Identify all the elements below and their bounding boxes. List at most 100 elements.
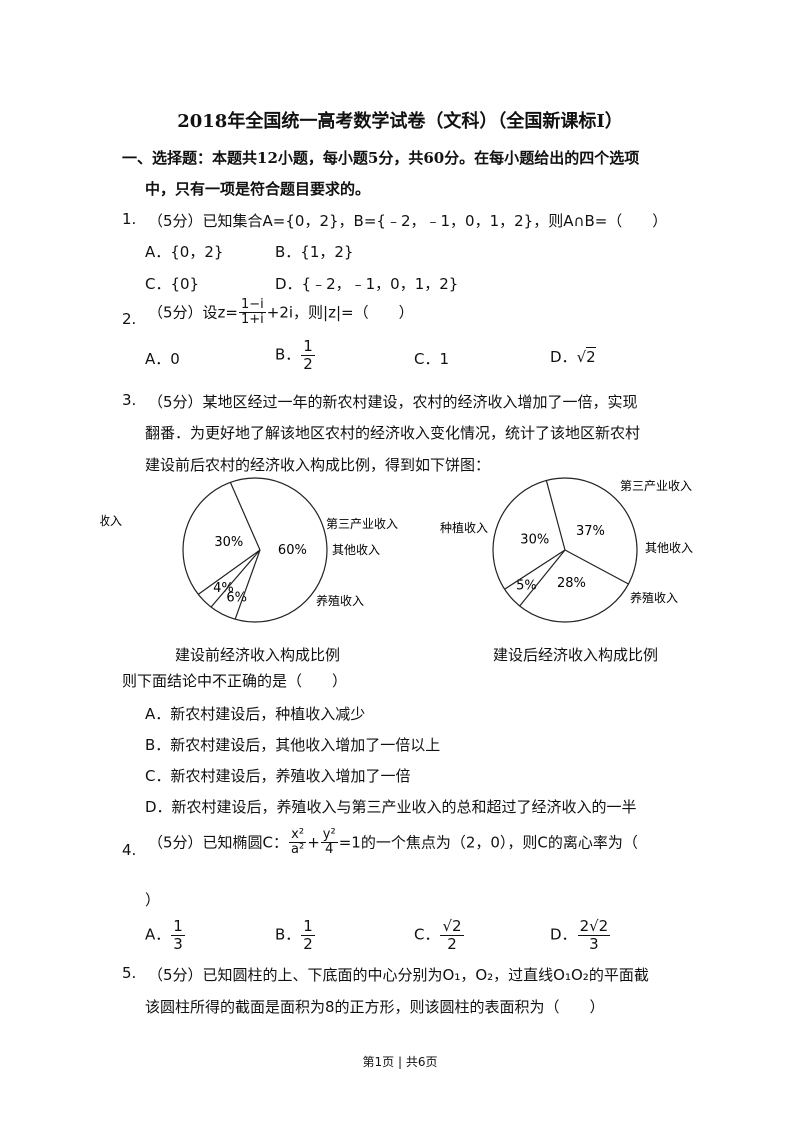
q1-option-c: C．{0} (145, 275, 200, 293)
q1-option-b: B．{1，2} (275, 243, 354, 261)
q2-frac-num: 1−i (239, 297, 266, 314)
slice-boundary (564, 549, 629, 585)
q1-option-a: A．{0，2} (145, 243, 224, 261)
q3-option-c: C．新农村建设后，养殖收入增加了一倍 (145, 767, 411, 785)
category-label: 第三产业收入 (326, 517, 398, 531)
category-label: 第三产业收入 (620, 479, 692, 493)
question-3-line-2: 翻番．为更好地了解该地区农村的经济收入变化情况，统计了该地区新农村 (145, 424, 641, 442)
slice-value-label: 5% (516, 579, 537, 594)
section-heading: 一、选择题：本题共12小题，每小题5分，共60分。在每小题给出的四个选项 (122, 149, 640, 167)
q4-d-label: D． (550, 925, 577, 944)
q3-option-a: A．新农村建设后，种植收入减少 (145, 705, 366, 723)
pie-chart-before-title: 建设前经济收入构成比例 (175, 646, 341, 664)
question-5-line-2: 该圆柱所得的截面是面积为8的正方形，则该圆柱的表面积为（ ） (145, 998, 605, 1016)
sqrt-icon: √ (576, 348, 587, 366)
slice-value-label: 4% (213, 581, 234, 596)
q2-b-label: B． (275, 345, 301, 364)
q4-four: 4 (325, 842, 334, 858)
question-3-number: 3. (122, 391, 137, 409)
slice-value-label: 37% (576, 524, 605, 539)
category-label: 种植收入 (100, 513, 122, 528)
category-label: 养殖收入 (316, 593, 364, 608)
slice-boundary (504, 549, 566, 590)
q2-d-radicand: 2 (586, 347, 596, 366)
q4-b-label: B． (275, 925, 301, 944)
question-1-text: （5分）已知集合A={0，2}，B={﹣2，﹣1，0，1，2}，则A∩B=（ ） (148, 212, 668, 230)
pie-outline (492, 477, 638, 623)
section-heading-cont: 中，只有一项是符合题目要求的。 (145, 180, 371, 198)
q2-option-d: D．√2 (550, 346, 596, 367)
slice-boundary (210, 549, 261, 608)
q4-a2: a² (291, 842, 305, 858)
q2-option-c: C．1 (414, 350, 450, 368)
slice-boundary (234, 549, 261, 620)
q4-c-den: 2 (447, 934, 457, 953)
slice-boundary (545, 480, 566, 551)
question-4-number: 4. (122, 841, 137, 859)
q4-a-label: A． (145, 925, 171, 944)
q2-frac-den: 1+i (241, 312, 264, 328)
q2-b-num: 1 (301, 337, 315, 356)
q2-d-label: D． (550, 348, 577, 366)
pie-outline (182, 477, 328, 623)
q4-d-num: 2√2 (577, 917, 611, 936)
page-footer: 第1页 | 共6页 (362, 1055, 438, 1069)
q4-b-num: 1 (301, 917, 315, 936)
q2-pre: （5分）设z= (148, 303, 238, 322)
question-1-number: 1. (122, 210, 137, 228)
q4-b-den: 2 (303, 934, 313, 953)
question-3-line-1: （5分）某地区经过一年的新农村建设，农村的经济收入增加了一倍，实现 (148, 393, 638, 411)
pie-chart-after-title: 建设后经济收入构成比例 (493, 646, 659, 664)
category-label: 其他收入 (645, 541, 693, 555)
q4-y2: y² (320, 827, 338, 844)
category-label: 种植收入 (440, 520, 488, 535)
q3-option-b: B．新农村建设后，其他收入增加了一倍以上 (145, 736, 441, 754)
category-label: 养殖收入 (630, 590, 678, 605)
plus-sign: + (307, 833, 320, 852)
q4-x2: x² (289, 827, 307, 844)
question-3-line-3: 建设前后农村的经济收入构成比例，得到如下饼图： (145, 456, 491, 474)
question-5-number: 5. (122, 964, 137, 982)
slice-value-label: 30% (520, 532, 549, 547)
q4-a-num: 1 (171, 917, 185, 936)
page-title: 2018年全国统一高考数学试卷（文科）（全国新课标Ⅰ） (177, 111, 623, 132)
q2-b-den: 2 (303, 354, 313, 373)
q4-c-label: C． (414, 925, 440, 944)
slice-value-label: 28% (557, 576, 586, 591)
question-2-number: 2. (122, 310, 137, 328)
q4-pre: （5分）已知椭圆C： (148, 833, 289, 852)
slice-boundary (519, 549, 566, 607)
category-label: 其他收入 (332, 543, 380, 557)
q2-option-a: A．0 (145, 350, 180, 368)
slice-value-label: 30% (214, 535, 243, 550)
slice-boundary (229, 482, 261, 551)
slice-boundary (197, 549, 261, 595)
q4-d-den: 3 (589, 934, 599, 953)
q2-post: +2i，则|z|=（ ） (266, 303, 414, 322)
q4-c-num: √2 (440, 917, 464, 936)
q3-option-d: D．新农村建设后，养殖收入与第三产业收入的总和超过了经济收入的一半 (145, 798, 637, 816)
question-3-prompt: 则下面结论中不正确的是（ ） (122, 672, 348, 690)
question-5-line-1: （5分）已知圆柱的上、下底面的中心分别为O₁，O₂，过直线O₁O₂的平面截 (148, 966, 649, 984)
q4-post: =1的一个焦点为（2，0），则C的离心率为（ (338, 833, 638, 852)
question-4-close: ） (145, 891, 161, 909)
q1-option-d: D．{﹣2，﹣1，0，1，2} (275, 275, 459, 293)
q4-a-den: 3 (173, 934, 183, 953)
